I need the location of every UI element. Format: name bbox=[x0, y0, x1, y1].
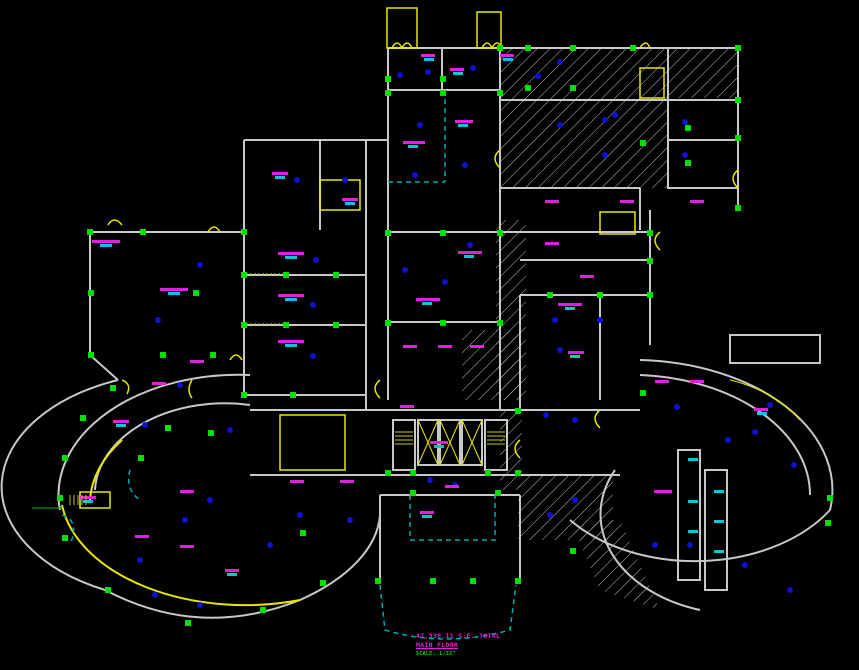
total-area-label: 47,339.11 S.F. TOTAL bbox=[416, 632, 501, 640]
drawing-title-block: 47,339.11 S.F. TOTAL MAIN FLOOR SCALE: 1… bbox=[416, 632, 500, 659]
stairs bbox=[69, 431, 505, 505]
walls bbox=[0, 47, 834, 619]
doors bbox=[61, 7, 801, 607]
scale-note: SCALE: 1/32" bbox=[416, 651, 456, 657]
room-label-tags bbox=[80, 54, 768, 576]
floor-name-label: MAIN FLOOR bbox=[416, 641, 459, 649]
dashed-lines bbox=[61, 90, 517, 640]
column-markers bbox=[57, 45, 833, 626]
device-markers bbox=[137, 59, 797, 608]
elevators bbox=[417, 419, 483, 466]
dotted-lines bbox=[246, 273, 286, 325]
